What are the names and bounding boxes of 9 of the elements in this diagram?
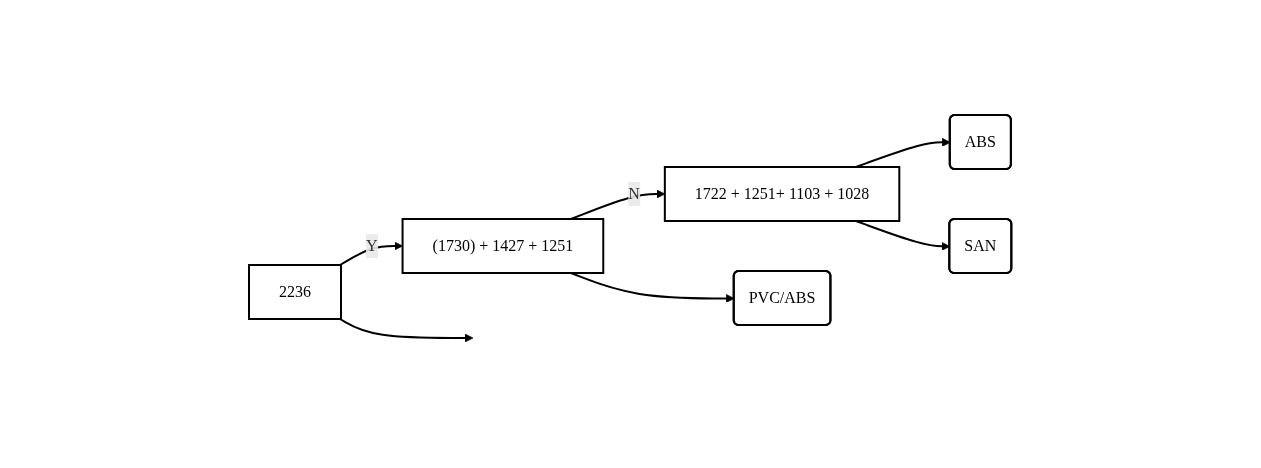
arrow xyxy=(339,318,474,343)
node-box: 1722 + 1251+ 1103 + 1028 xyxy=(664,166,901,222)
node-box: 2236 xyxy=(248,264,343,320)
arrow xyxy=(570,272,735,303)
edge-label: N xyxy=(628,185,641,202)
edge-label: Y xyxy=(366,237,378,254)
arrow xyxy=(570,189,666,220)
node-box: (1730) + 1427 + 1251 xyxy=(401,218,605,274)
arrow xyxy=(855,137,951,168)
